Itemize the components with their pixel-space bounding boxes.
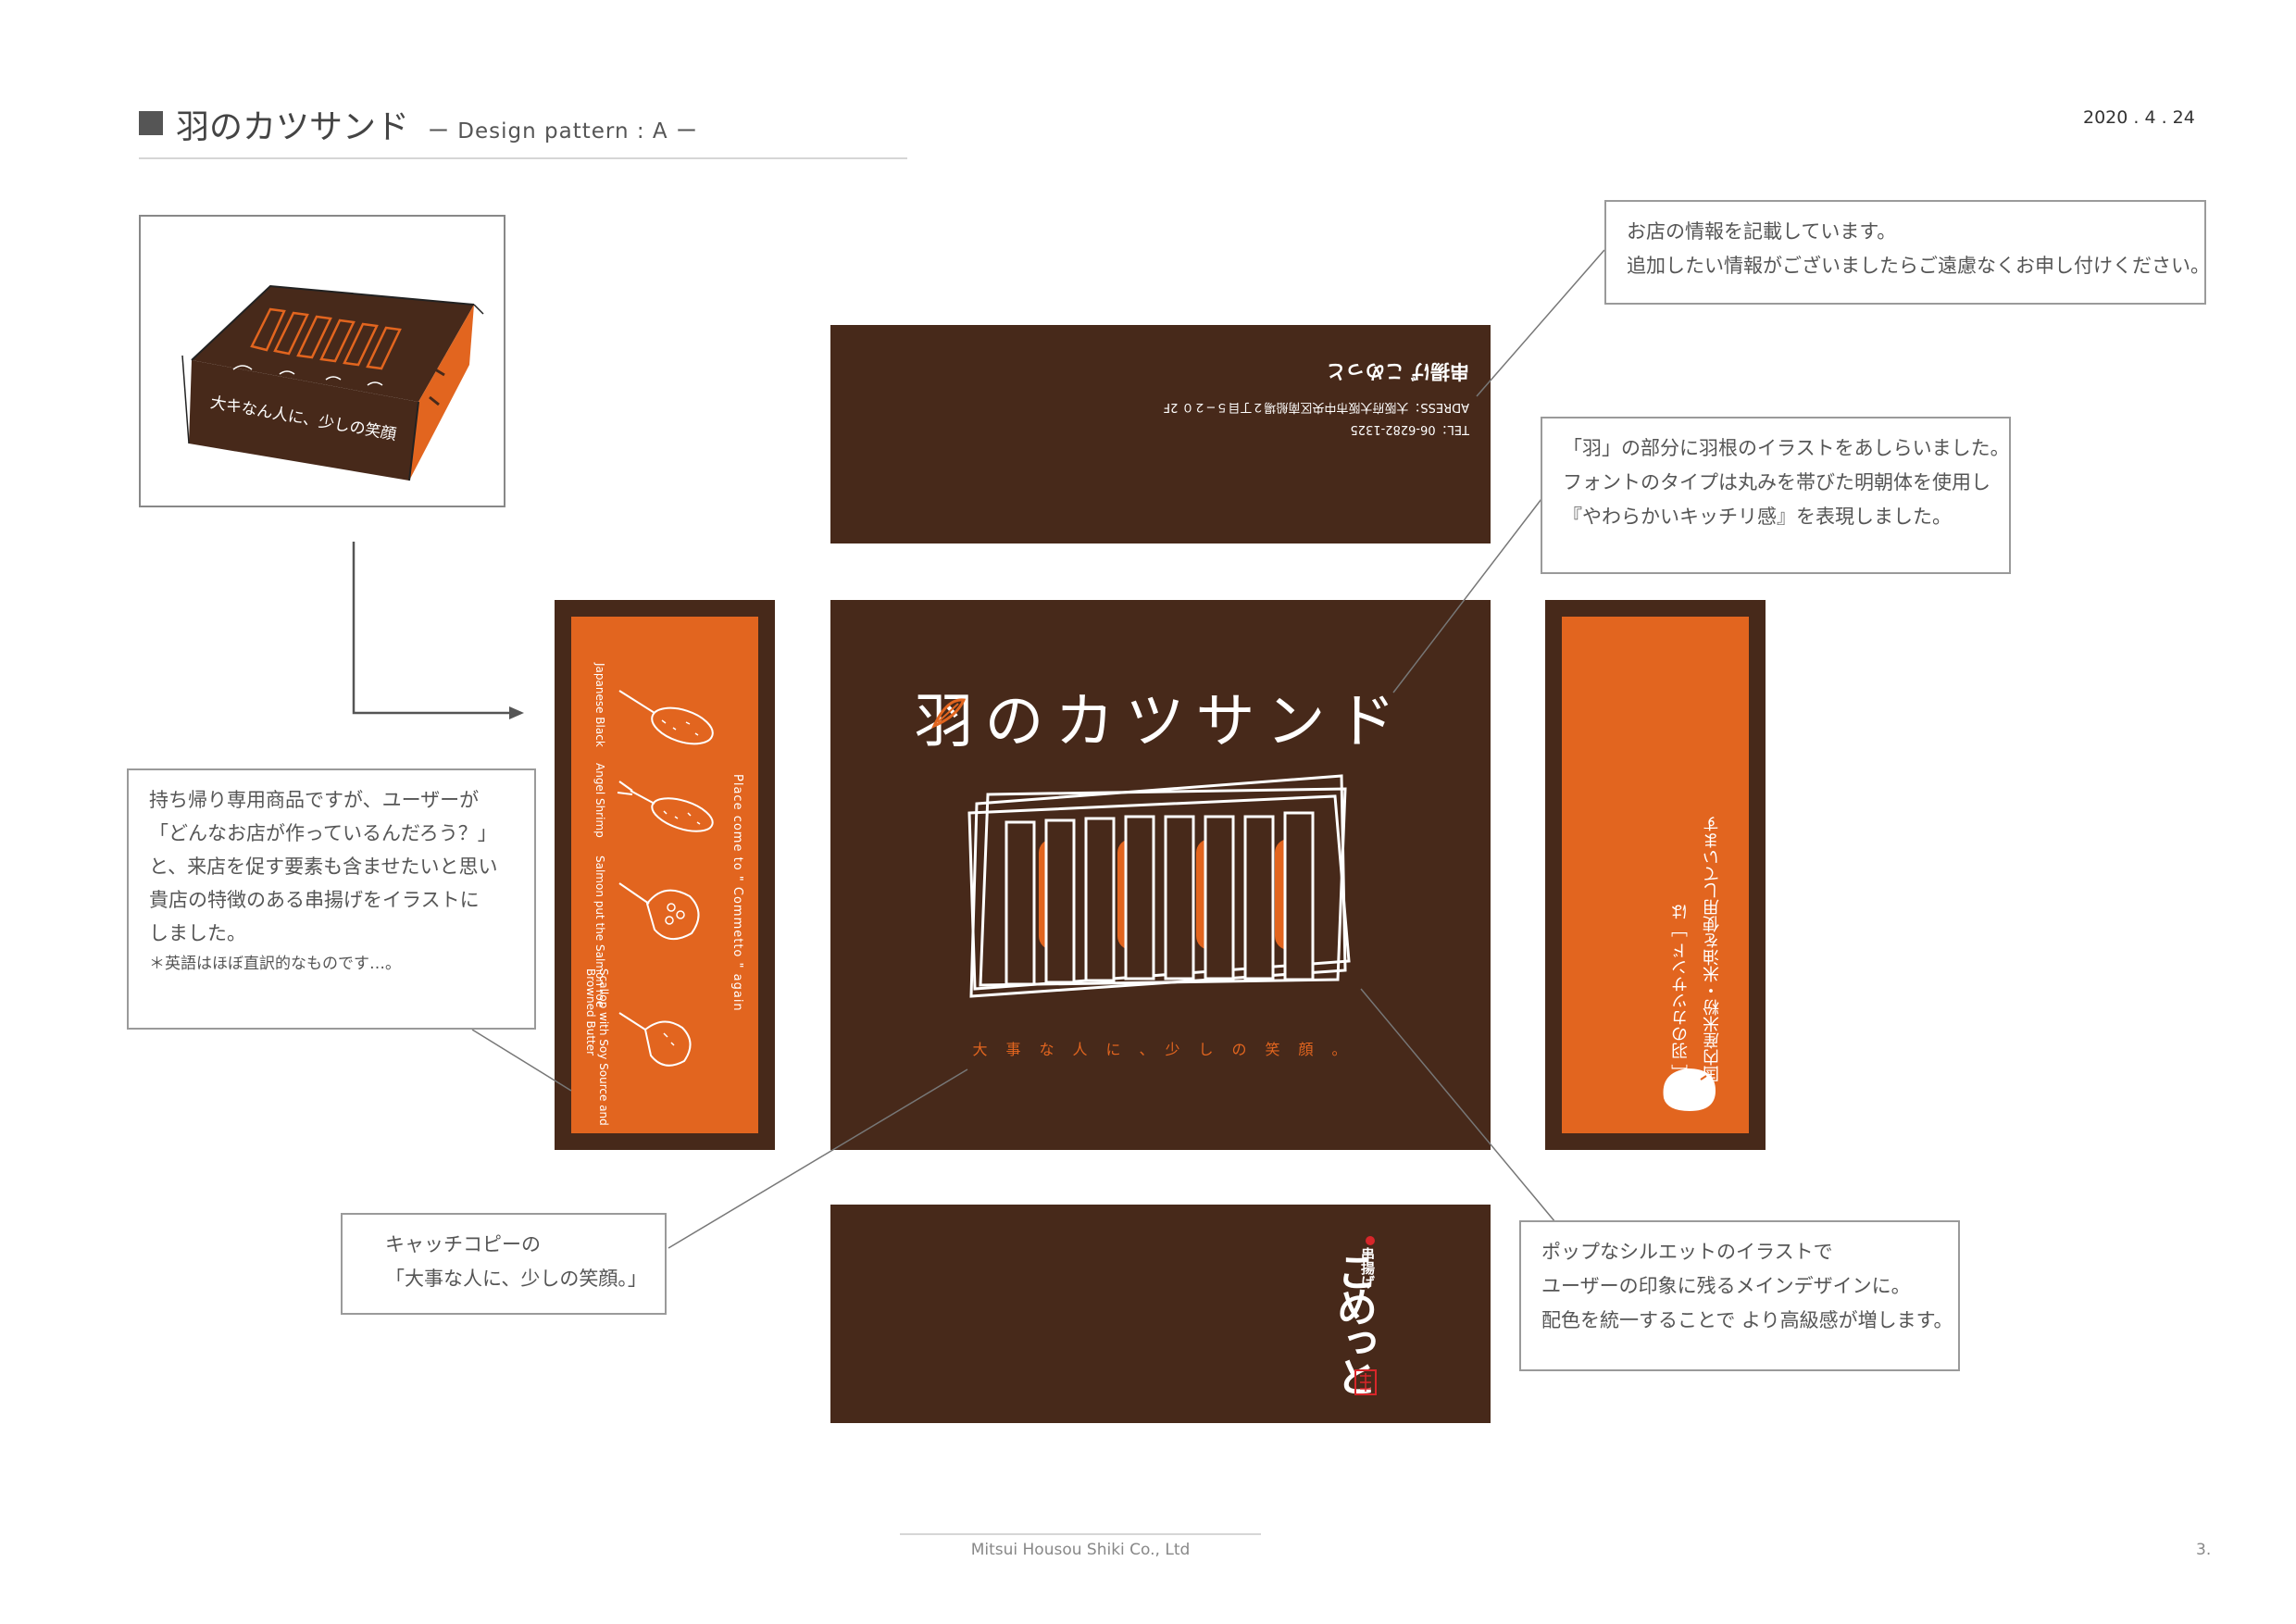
note-shop-info-line-1: お店の情報を記載しています。 <box>1627 220 1897 243</box>
note-illustration-line-5: しました。 <box>149 922 246 944</box>
box-right-orange-area: ［ 羽のカツサンド ］は 国内産米粉・米油を使用しています <box>1562 617 1749 1133</box>
note-silhouette: ポップなシルエットのイラストで ユーザーの印象に残るメインデザインに。 配色を統… <box>1519 1220 1960 1371</box>
box-right-text-line-2: 国内産米粉・米油を使用しています <box>1703 816 1722 1082</box>
footer-company: Mitsui Housou Shiki Co., Ltd <box>970 1541 1191 1559</box>
box-front-panel: 羽のカツサンド 大 事 な 人 に 、 少 し の 笑 顔 。 <box>830 600 1491 1150</box>
page-title: 羽のカツサンド <box>176 108 410 146</box>
note-silhouette-line-3: 配色を統一することで より高級感が増します。 <box>1541 1309 1953 1331</box>
box-front-catch-copy: 大 事 な 人 に 、 少 し の 笑 顔 。 <box>972 1041 1349 1058</box>
note-silhouette-line-1: ポップなシルエットのイラストで <box>1541 1241 1833 1263</box>
note-catch-copy: キャッチコピーの 「大事な人に、少しの笑顔。」 <box>341 1213 667 1315</box>
box-left-panel: Place come to " Commetto " again Japanes… <box>555 600 775 1150</box>
kushiage-salmon-icon <box>618 882 700 940</box>
note-illustration-line-1: 持ち帰り専用商品ですが、ユーザーが <box>149 789 480 811</box>
box-top-info-block: TEL：06-6282-1325 ADRESS：大阪府大阪市中央区南船場２丁目５… <box>1136 358 1469 438</box>
logo-main-text: こめっと <box>1329 1251 1377 1392</box>
kushiage-beef-icon <box>618 690 714 745</box>
kushiage-scallop-icon <box>618 1012 692 1067</box>
katsu-sand-illustration <box>967 774 1351 998</box>
title-square-icon <box>139 111 163 135</box>
note-illustration-line-4: 貴店の特徴のある串揚げをイラストに <box>149 889 480 911</box>
kushiage-shrimp-icon <box>617 781 714 832</box>
logo-dot-icon <box>1366 1236 1375 1245</box>
box-front-title: 羽のカツサンド <box>914 688 1407 756</box>
box-left-item-2: Angel Shrimp <box>593 763 606 838</box>
note-illustration-line-2: 「どんなお店が作っているんだろう？」 <box>149 822 497 844</box>
sketch-frame: 大キなん人に、少しの笑顔 <box>139 215 505 507</box>
shop-mascot-icon <box>1663 1068 1716 1111</box>
header-divider <box>139 157 907 159</box>
footer-divider <box>900 1533 1261 1535</box>
sketch-arrow-icon <box>352 542 524 719</box>
box-left-orange-area: Place come to " Commetto " again Japanes… <box>571 617 758 1133</box>
box-top-tel: TEL：06-6282-1325 <box>1350 422 1470 436</box>
footer-page-number: 3. <box>2196 1541 2212 1559</box>
hanko-seal-icon <box>1354 1369 1377 1395</box>
page-subtitle: ー Design pattern : A ー <box>428 119 698 144</box>
box-left-item-3: Salmon put the Salmon roe <box>593 856 606 1008</box>
logo-small-text: 串揚げ <box>1359 1247 1376 1289</box>
note-shop-info-line-2: 追加したい情報がございましたらご遠慮なくお申し付けください。 <box>1627 255 2210 277</box>
note-feather-line-3: 『やわらかいキッチリ感』を表現しました。 <box>1563 506 1952 528</box>
box-right-panel: ［ 羽のカツサンド ］は 国内産米粉・米油を使用しています <box>1545 600 1766 1150</box>
note-feather-line-1: 「羽」の部分に羽根のイラストをあしらいました。 <box>1563 437 2010 459</box>
sketch-box-illustration <box>181 284 484 481</box>
note-shop-info: お店の情報を記載しています。 追加したい情報がございましたらご遠慮なくお申し付け… <box>1604 200 2210 305</box>
note-illustration: 持ち帰り専用商品ですが、ユーザーが 「どんなお店が作っているんだろう？」 と、来… <box>127 768 536 1030</box>
note-illustration-line-3: と、来店を促す要素も含ませたいと思い <box>149 856 498 878</box>
note-silhouette-line-2: ユーザーの印象に残るメインデザインに。 <box>1541 1275 1911 1297</box>
box-top-shop-name: 串揚げ こめっと <box>1326 360 1469 382</box>
page-date: 2020 . 4 . 24 <box>2083 107 2195 128</box>
feather-icon <box>931 698 967 729</box>
box-left-item-1: Japanese Black <box>593 663 606 747</box>
box-left-tagline: Place come to " Commetto " again <box>730 774 744 1012</box>
note-catch-line-2: 「大事な人に、少しの笑顔。」 <box>385 1268 647 1290</box>
box-top-panel: TEL：06-6282-1325 ADRESS：大阪府大阪市中央区南船場２丁目５… <box>830 325 1491 543</box>
note-feather: 「羽」の部分に羽根のイラストをあしらいました。 フォントのタイプは丸みを帯びた明… <box>1541 417 2011 574</box>
note-illustration-footnote: ＊英語はほぼ直訳的なものです…。 <box>149 955 401 973</box>
note-catch-line-1: キャッチコピーの <box>385 1233 541 1255</box>
box-bottom-panel: 串揚げ こめっと <box>830 1205 1491 1423</box>
note-feather-line-2: フォントのタイプは丸みを帯びた明朝体を使用し <box>1563 471 1990 493</box>
box-top-address: ADRESS：大阪府大阪市中央区南船場２丁目５−２０ 2F <box>1163 400 1469 414</box>
box-left-item-4: Scallop with Soy Source and Browned Butt… <box>584 968 610 1126</box>
box-right-text-line-1: ［ 羽のカツサンド ］は <box>1671 904 1691 1081</box>
